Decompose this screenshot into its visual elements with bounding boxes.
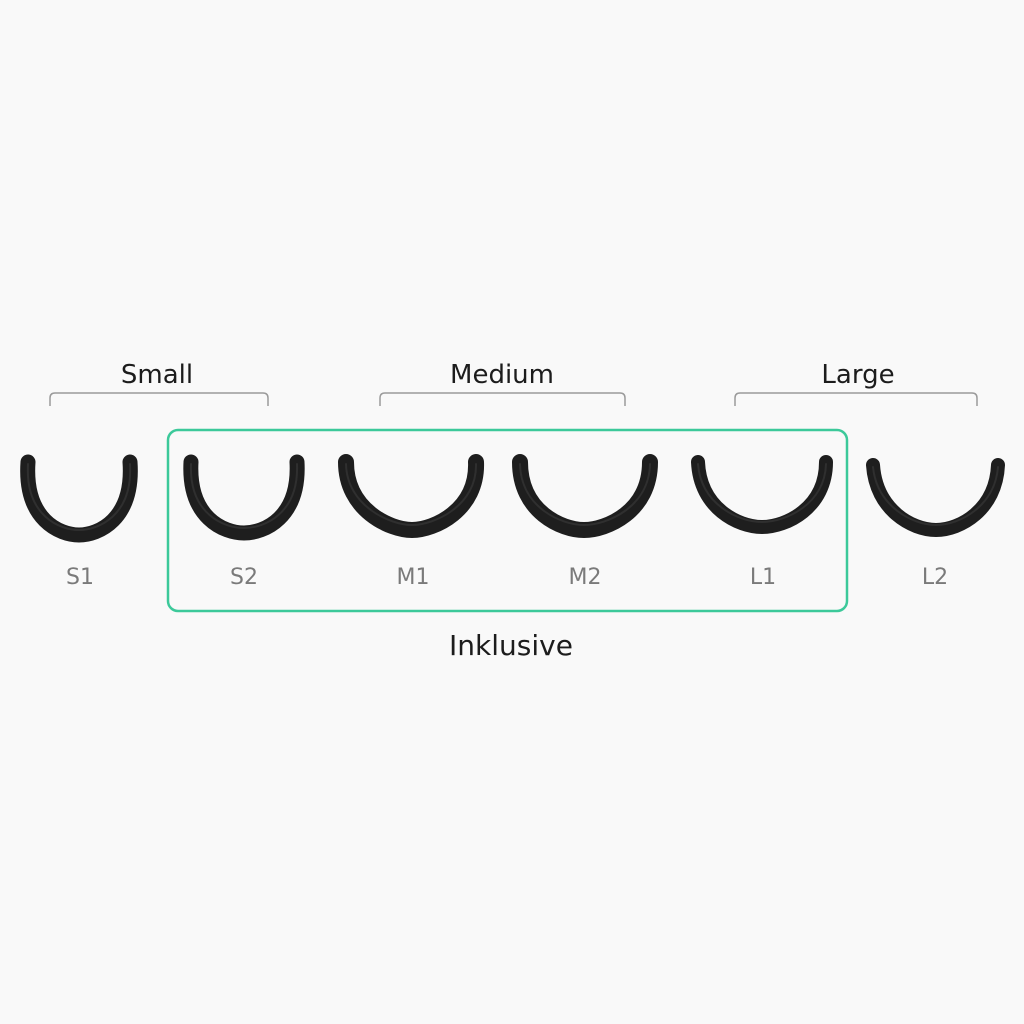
size-label-l1: L1 [749, 565, 777, 590]
band-m1-icon [338, 454, 484, 539]
band-m2-icon [512, 454, 658, 539]
inclusion-label: Inklusive [449, 629, 573, 662]
group-label-medium: Medium [450, 360, 554, 390]
band-l1-icon [691, 455, 833, 535]
size-label-m2: M2 [568, 565, 602, 590]
group-label-small: Small [120, 360, 194, 390]
bracket-large [734, 392, 978, 406]
size-label-l2: L2 [921, 565, 949, 590]
size-label-m1: M1 [396, 565, 430, 590]
band-s1-icon [20, 454, 138, 543]
inclusion-frame [166, 428, 849, 613]
group-label-large: Large [821, 360, 895, 390]
bracket-medium [379, 392, 626, 406]
band-l2-icon [866, 458, 1005, 538]
size-label-s2: S2 [230, 565, 258, 590]
bracket-small [49, 392, 269, 406]
size-label-s1: S1 [66, 565, 94, 590]
band-s2-icon [183, 454, 305, 541]
